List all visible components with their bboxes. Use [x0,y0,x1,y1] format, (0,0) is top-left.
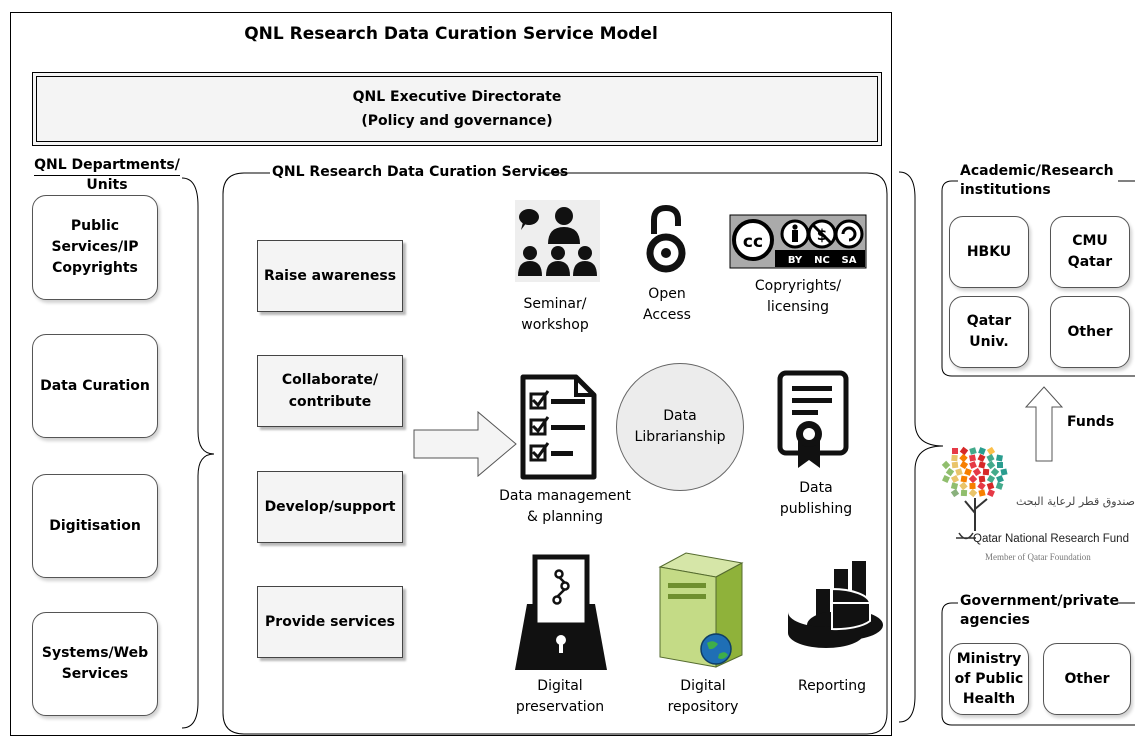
open-access-icon [646,204,686,273]
creative-commons-icon: cc $ BY NC SA [729,214,867,269]
qnrf-arabic-name: صندوق قطر لرعاية البحث العلمي [1015,495,1135,508]
seminar-icon [515,200,600,282]
government-frame [941,602,1135,726]
qnrf-tree-logo [941,446,1008,531]
services-right-brace [898,171,944,723]
develop-support-box: Develop/support [257,471,403,543]
department-data-curation: Data Curation [32,334,158,438]
pie-chart-icon [788,561,883,648]
qnrf-lines-icon [956,532,976,540]
funds-label: Funds [1067,414,1115,430]
executive-directorate-box: QNL Executive Directorate (Policy and go… [32,72,882,146]
server-icon [658,552,744,668]
cc-nc-label: NC [814,255,830,266]
funds-arrow [1024,386,1064,462]
outer-frame [10,12,892,736]
executive-title: QNL Executive Directorate [352,89,562,105]
licensing-caption: Copryrights/licensing [754,278,842,315]
academic-frame [941,180,1135,377]
raise-awareness-box: Raise awareness [257,240,403,312]
departments-brace [181,177,215,729]
data-librarianship-line1: Data [663,408,697,424]
cc-by-label: BY [788,255,803,266]
executive-subtitle: (Policy and governance) [361,113,553,129]
services-arrow [413,410,517,478]
department-digitisation: Digitisation [32,474,158,578]
agency-other: Other [1043,643,1131,715]
services-header: QNL Research Data Curation Services [272,164,569,180]
collaborate-contribute-box: Collaborate/contribute [257,355,403,427]
institution-other: Other [1050,296,1130,368]
data-librarianship-line2: Librarianship [634,429,726,445]
archive-box-icon [515,554,607,670]
data-librarianship-circle: Data Librarianship [616,363,744,491]
certificate-icon [777,370,849,468]
checklist-icon [520,374,597,480]
qnrf-name: Qatar National Research Fund [973,533,1129,545]
departments-header: QNL Departments/ Units [32,156,182,196]
qnrf-member-label: Member of Qatar Foundation [985,552,1091,562]
seminar-caption: Seminar/workshop [521,296,589,333]
provide-services-box: Provide services [257,586,403,658]
svg-text:cc: cc [743,232,763,252]
reporting-caption: Reporting [797,678,867,694]
cc-sa-label: SA [842,255,857,266]
data-management-caption: Data management& planning [499,488,631,525]
services-frame [222,172,888,735]
institution-hbku: HBKU [949,216,1029,288]
diagram-title: QNL Research Data Curation Service Model [244,24,658,44]
